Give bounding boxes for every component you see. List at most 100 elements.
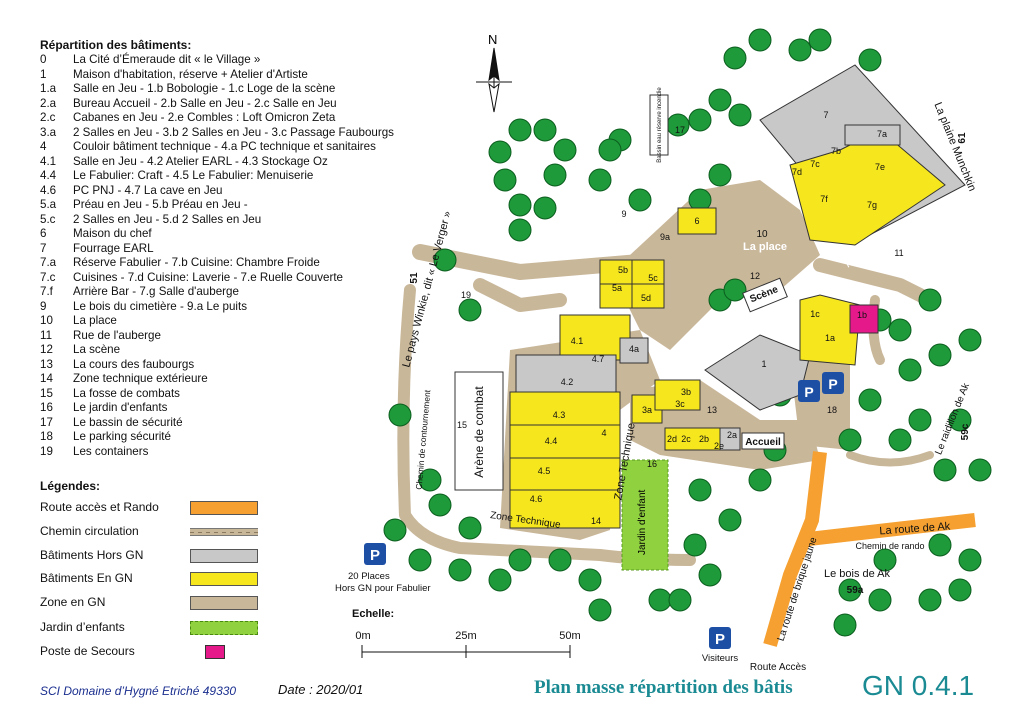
tree	[958, 548, 982, 572]
tree	[723, 278, 747, 302]
building-label: La fosse de combats	[73, 386, 180, 400]
building-number-label: 11	[894, 248, 903, 258]
scale-title: Echelle:	[352, 608, 394, 620]
building-label: Le jardin d'enfants	[73, 401, 168, 414]
bassin	[649, 94, 669, 156]
legend-label: Bâtiments En GN	[40, 571, 133, 585]
parking-letter: P	[828, 376, 837, 392]
parking-letter: P	[715, 631, 725, 648]
scale-tick-label: 0m	[355, 630, 370, 642]
building-number-label: 5b	[618, 265, 628, 275]
footer-title: Plan masse répartition des bâtis	[534, 677, 793, 698]
tree	[488, 140, 512, 164]
north-label: N	[488, 32, 497, 47]
tree	[683, 533, 707, 557]
building-number-label: 13	[707, 405, 717, 415]
building-number-label: 7c	[810, 159, 820, 169]
building-number: 10	[40, 314, 53, 327]
building-number-label: 5c	[648, 273, 658, 283]
tree	[933, 458, 957, 482]
building-label: Zone technique extérieure	[73, 372, 208, 385]
legend-swatch	[190, 572, 258, 586]
building-number: 0	[40, 53, 47, 66]
tree	[458, 516, 482, 540]
building-3-group	[631, 379, 701, 424]
building-label: Le Fabulier: Craft - 4.5 Le Fabulier: Me…	[73, 169, 314, 182]
building-number: 19	[40, 444, 53, 458]
building-number: 1	[40, 67, 47, 81]
building-number-label: 4.7	[592, 354, 605, 364]
building-label: 2 Salles en Jeu - 5.d 2 Salles en Jeu	[73, 212, 262, 226]
building-label: La place	[73, 314, 117, 327]
tree	[408, 548, 432, 572]
tree	[553, 138, 577, 162]
building-number-label: 7g	[867, 200, 877, 210]
legend-label: Bâtiments Hors GN	[40, 548, 144, 562]
building-number: 13	[40, 357, 53, 371]
building-list-item: 0 La Cité d’Émeraude dit « le Village »	[40, 53, 394, 68]
tree	[458, 298, 482, 322]
tree	[958, 328, 982, 352]
tree	[748, 468, 772, 492]
tree	[588, 598, 612, 622]
building-number: 4.4	[40, 169, 57, 182]
building-number-label: 4	[601, 428, 606, 438]
route-ak-label: La route de Ak	[879, 521, 951, 538]
building-label: Couloir bâtiment technique - 4.a PC tech…	[73, 140, 376, 153]
tree	[428, 493, 452, 517]
building-number: 16	[40, 401, 53, 414]
jardin-enfants	[621, 459, 669, 571]
accueil-box	[741, 432, 785, 450]
building-label: La Cité d’Émeraude dit « le Village »	[73, 53, 261, 66]
tree	[508, 218, 532, 242]
building-number: 7.f	[40, 285, 53, 298]
tree	[928, 533, 952, 557]
building-number-label: 5d	[641, 293, 651, 303]
building-label: Le parking sécurité	[73, 430, 171, 443]
accueil-label: Accueil	[745, 437, 781, 448]
scale-tick-label: 25m	[455, 630, 476, 642]
building-6	[677, 207, 717, 235]
tree	[448, 558, 472, 582]
building-label: Le bassin de sécurité	[73, 415, 183, 429]
building-label: Bureau Accueil - 2.b Salle en Jeu - 2.c …	[73, 96, 337, 110]
building-number-label: 4.3	[553, 410, 566, 420]
legend-swatch	[190, 596, 258, 610]
building-number-label: 7b	[831, 146, 841, 156]
building-number-label: 19	[461, 290, 471, 300]
route-acces-label: Route Accès	[750, 662, 806, 673]
tree	[588, 168, 612, 192]
footer-company: SCI Domaine d’Hygné Etriché 49330	[40, 684, 237, 698]
tree	[708, 163, 732, 187]
legend-swatch	[190, 501, 258, 515]
building-label: Réserve Fabulier - 7.b Cuisine: Chambre …	[73, 256, 320, 269]
marker-label: 51	[409, 272, 420, 284]
legend-swatch	[190, 549, 258, 563]
tree	[888, 428, 912, 452]
building-label: Cabanes en Jeu - 2.e Combles : Loft Omic…	[73, 111, 336, 124]
building-2-group	[664, 427, 741, 451]
building-number-label: 6	[694, 216, 699, 226]
tree	[858, 388, 882, 412]
buildings-title: Répartition des bâtiments:	[40, 38, 192, 52]
building-number: 4.6	[40, 183, 57, 197]
building-4-group	[509, 314, 649, 529]
parking-20-icon	[364, 543, 386, 565]
building-label: Le bois du cimetière - 9.a Le puits	[73, 299, 248, 313]
tree	[948, 578, 972, 602]
building-number-label: 2a	[727, 430, 737, 440]
building-number-label: 1a	[825, 333, 835, 343]
